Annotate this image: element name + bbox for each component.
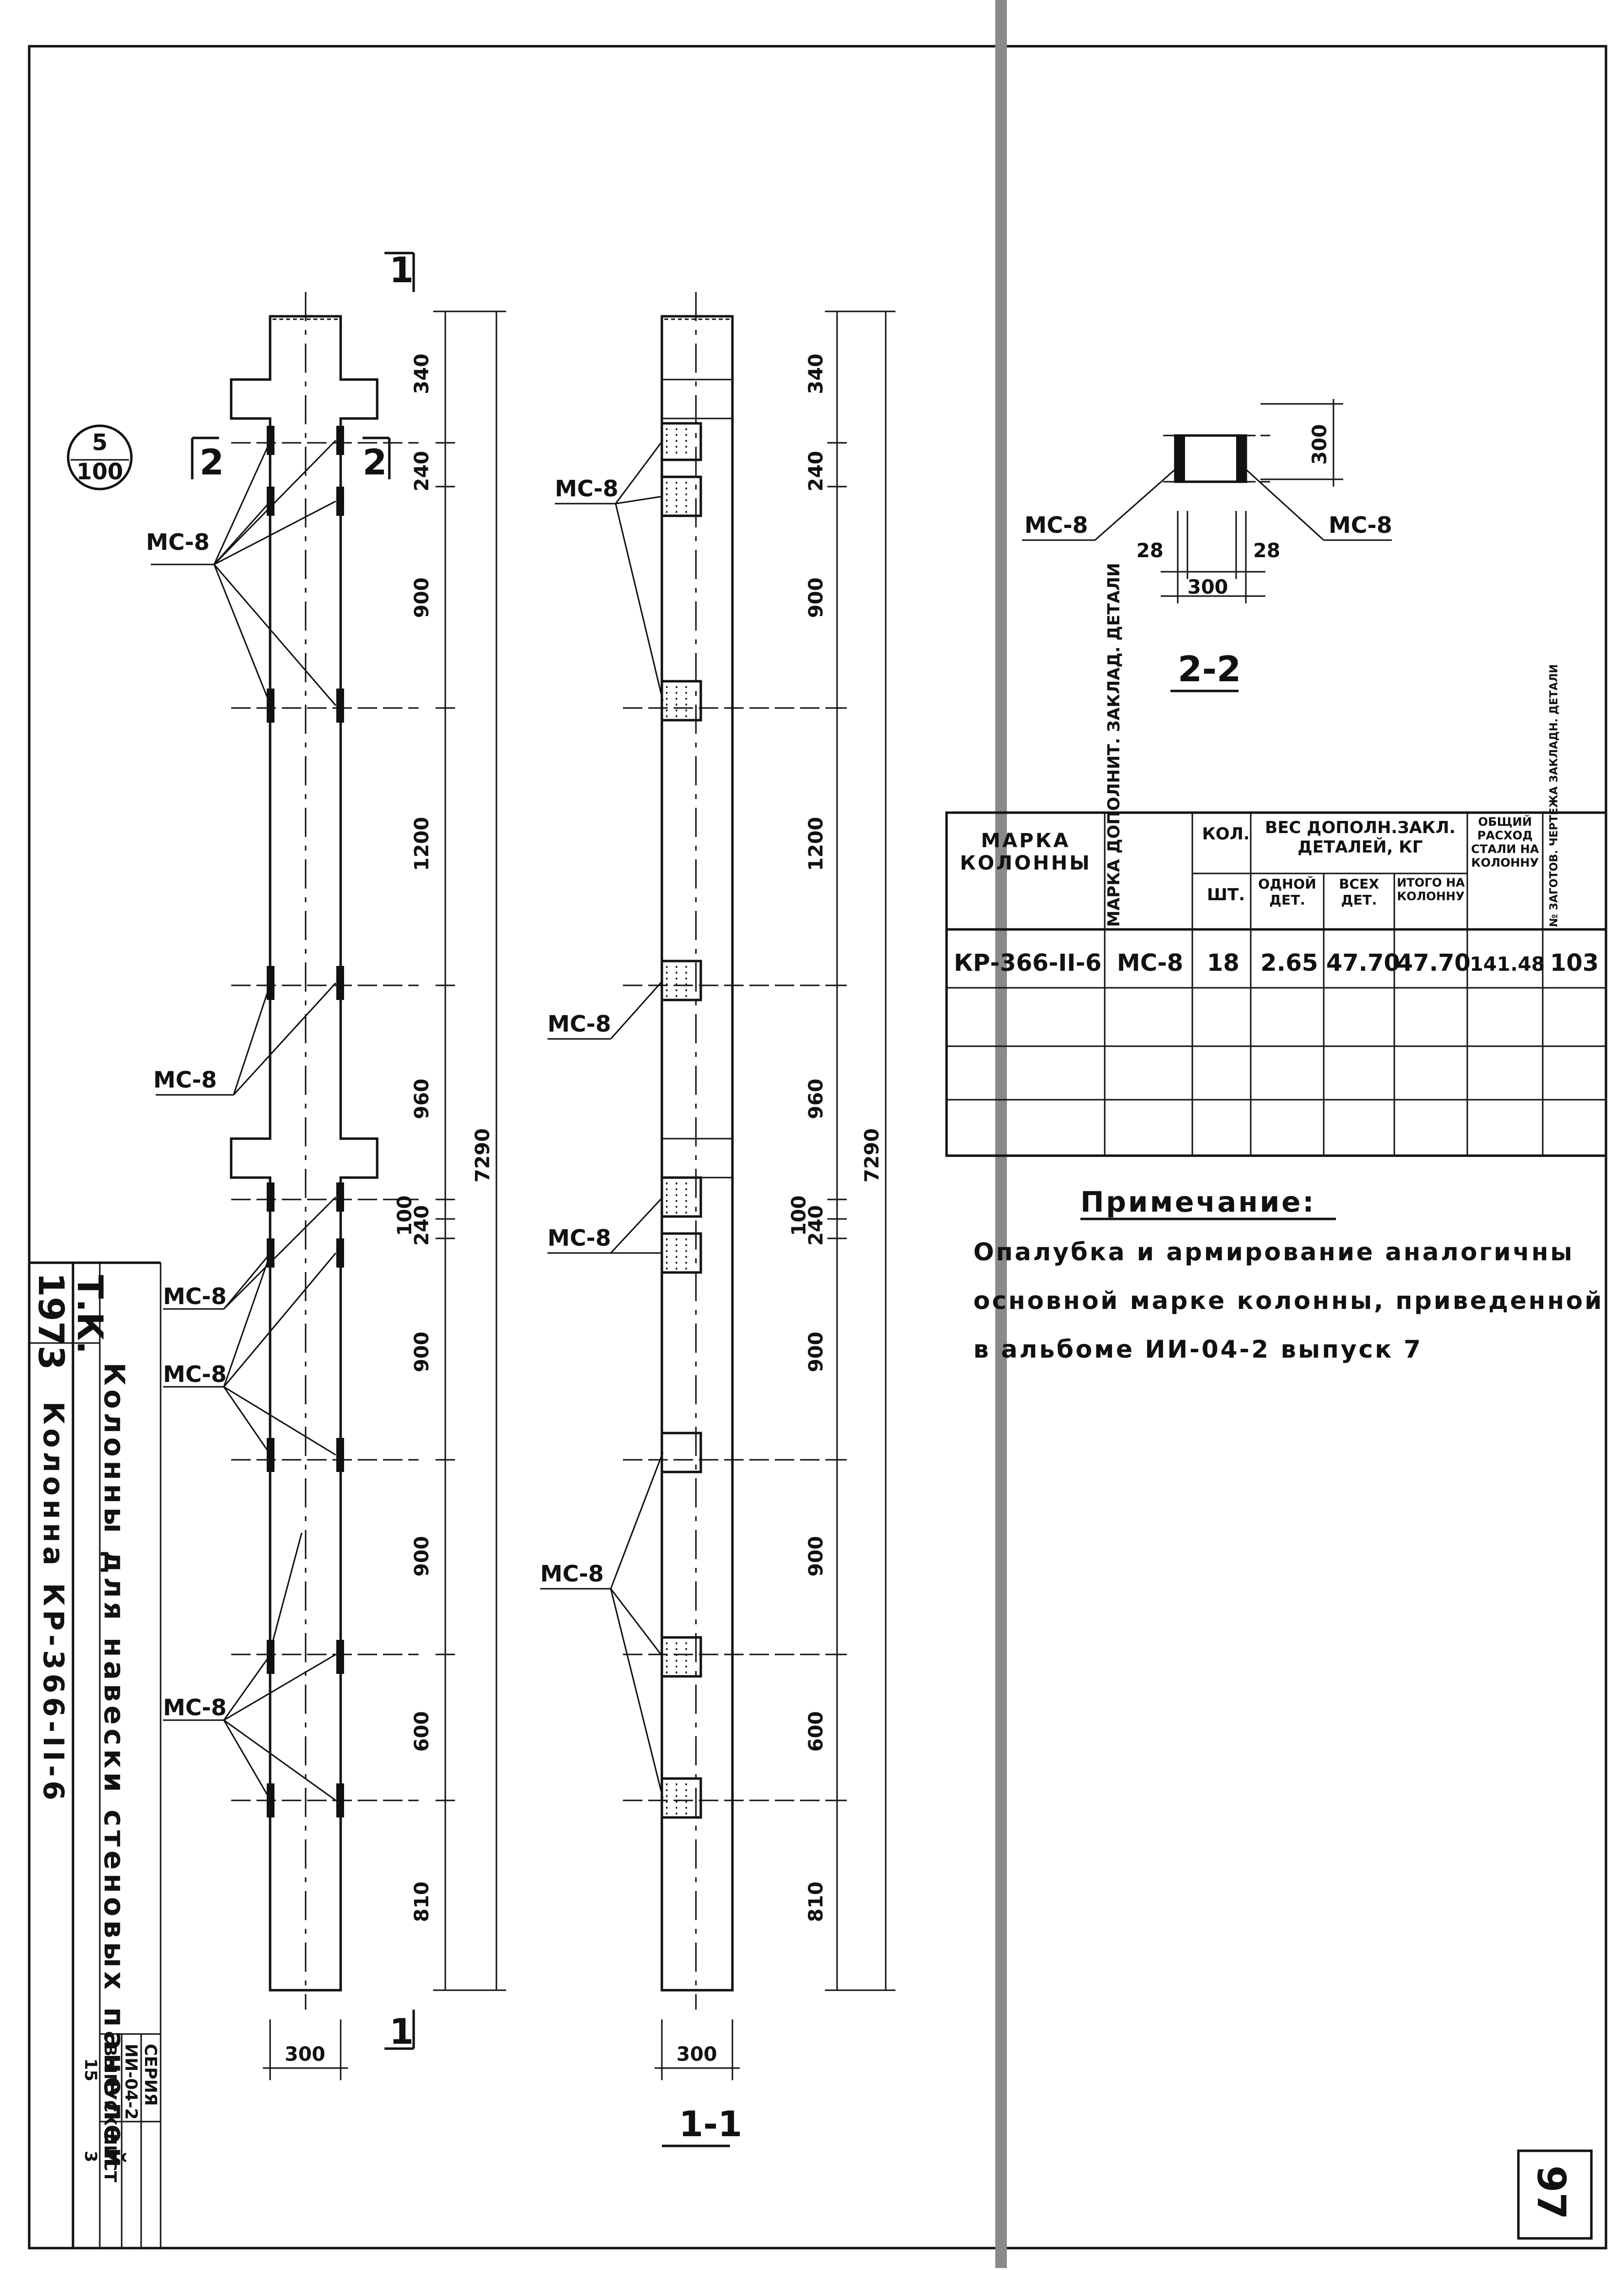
- front-dim-4: 1200: [411, 817, 433, 871]
- section-22-left-callout: МС-8: [1024, 512, 1088, 538]
- page-number-box: 97: [1517, 2149, 1593, 2240]
- front-dim-3: 900: [411, 578, 433, 618]
- table-header-col4a: ОДНОЙ ДЕТ.: [1258, 876, 1316, 908]
- issue-label: ВЫПУСК: [100, 2044, 120, 2126]
- section-mark-bottom: 100: [76, 458, 123, 485]
- title-subtitle: Колонна КР-366-II-6: [37, 1401, 70, 1804]
- note-title: Примечание:: [1080, 1185, 1316, 1218]
- table-cell-weight-total: 47.70: [1397, 949, 1471, 977]
- front-dim-2: 240: [411, 451, 433, 492]
- front-callout-5: МС-8: [163, 1694, 227, 1721]
- side-width: 300: [676, 2043, 717, 2066]
- table-header-col4b: ВСЕХ ДЕТ.: [1339, 876, 1379, 908]
- issue-value: 15: [81, 2058, 100, 2081]
- title-year: 1973: [31, 1272, 72, 1370]
- section-22-label: 2-2: [1178, 649, 1241, 690]
- table-header-col3-top: КОЛ.: [1202, 824, 1250, 844]
- side-view-label: 1-1: [679, 2104, 742, 2144]
- front-dim-6: 100: [394, 1196, 416, 1236]
- note-block: Примечание: Опалубка и армирование анало…: [973, 1185, 1604, 1363]
- title-org: Т.К.: [70, 1275, 110, 1354]
- table-cell-detail: МС-8: [1117, 949, 1183, 977]
- front-width: 300: [285, 2043, 326, 2066]
- spec-table: МАРКА КОЛОННЫ МАРКА ДОПОЛНИТ. ЗАКЛАД. ДЕ…: [945, 563, 1607, 1157]
- side-dim-5: 960: [805, 1079, 827, 1120]
- side-dim-8: 900: [805, 1332, 827, 1373]
- section-mark-top: 5: [92, 429, 108, 455]
- front-dim-11: 810: [411, 1882, 433, 1923]
- side-dim-6: 100: [788, 1196, 810, 1236]
- section-22-left-offset: 28: [1136, 540, 1164, 562]
- cut-mark-1-bottom: 1: [389, 2011, 414, 2052]
- sheet-value: 3: [81, 2151, 100, 2162]
- note-line-2: основной марке колонны, приведенной: [973, 1287, 1604, 1315]
- side-callout-2: МС-8: [547, 1011, 611, 1037]
- front-callout-2: МС-8: [153, 1067, 217, 1093]
- section-22-height: 300: [1309, 424, 1331, 465]
- section-22-width: 300: [1187, 576, 1228, 599]
- title-block: 1973 Т.К. Колонны для навески стеновых п…: [29, 1261, 162, 2248]
- side-dim-10: 600: [805, 1711, 827, 1752]
- side-view: 340 240 900 1200 960 100 240 900 900 600…: [540, 292, 895, 2147]
- side-dim-total: 7290: [861, 1128, 883, 1182]
- table-cell-mark: КР-366-II-6: [954, 949, 1102, 977]
- front-dim-5: 960: [411, 1079, 433, 1120]
- page-number: 97: [1529, 2165, 1574, 2219]
- table-header-col4-group: ВЕС ДОПОЛН.ЗАКЛ. ДЕТАЛЕЙ, КГ: [1265, 818, 1456, 857]
- cut-mark-1-top: 1: [389, 250, 414, 291]
- side-callout-1: МС-8: [555, 475, 619, 502]
- side-dim-9: 900: [805, 1536, 827, 1577]
- front-dim-8: 900: [411, 1332, 433, 1373]
- front-dim-1: 340: [411, 354, 433, 395]
- series-value: ИИ-04-2: [121, 2044, 141, 2120]
- scan-fold-line: [995, 0, 1007, 2268]
- front-view: 1 1 2 2: [146, 250, 506, 2080]
- section-22-right-callout: МС-8: [1329, 512, 1392, 538]
- note-line-1: Опалубка и армирование аналогичны: [973, 1238, 1574, 1266]
- note-line-3: в альбоме ИИ-04-2 выпуск 7: [973, 1335, 1423, 1363]
- sheet-label: ЛИСТ: [100, 2131, 120, 2183]
- side-dim-4: 1200: [805, 817, 827, 871]
- side-dim-2: 240: [805, 451, 827, 492]
- front-callout-4: МС-8: [163, 1361, 227, 1387]
- table-header-col1: МАРКА КОЛОННЫ: [960, 830, 1092, 874]
- front-callout-1: МС-8: [146, 529, 210, 555]
- table-cell-drawing: 103: [1550, 949, 1599, 977]
- table-header-col3-bottom: ШТ.: [1207, 885, 1245, 905]
- title-main: Колонны для навески стеновых панелей: [98, 1362, 131, 2171]
- table-header-col4c: ИТОГО НА КОЛОННУ: [1397, 876, 1465, 903]
- side-dim-3: 900: [805, 578, 827, 618]
- side-callout-4: МС-8: [540, 1561, 604, 1587]
- section-2-2: 300 28 28 300 МС-8 МС-8 2-2: [1022, 399, 1392, 692]
- cut-mark-2-left: 2: [200, 442, 224, 483]
- table-cell-weight-one: 2.65: [1260, 949, 1318, 977]
- table-cell-qty: 18: [1207, 949, 1240, 977]
- series-label: СЕРИЯ: [141, 2044, 160, 2106]
- table-cell-steel: 141.48: [1470, 953, 1545, 976]
- front-dim-7: 240: [411, 1205, 433, 1246]
- front-dim-10: 600: [411, 1711, 433, 1752]
- side-dim-7: 240: [805, 1205, 827, 1246]
- table-header-col5: ОБЩИЙ РАСХОД СТАЛИ НА КОЛОННУ: [1471, 815, 1539, 870]
- front-dim-total: 7290: [472, 1128, 494, 1182]
- side-dim-1: 340: [805, 354, 827, 395]
- section-22-right-offset: 28: [1253, 540, 1280, 562]
- front-callout-3: МС-8: [163, 1283, 227, 1309]
- table-header-col2: МАРКА ДОПОЛНИТ. ЗАКЛАД. ДЕТАЛИ: [1104, 563, 1124, 927]
- table-header-col6: № ЗАГОТОВ. ЧЕРТЕЖА ЗАКЛАДН. ДЕТАЛИ: [1548, 664, 1560, 927]
- side-dim-11: 810: [805, 1882, 827, 1923]
- cut-mark-2-right: 2: [363, 442, 387, 483]
- side-callout-3: МС-8: [547, 1225, 611, 1251]
- section-mark: 5 100: [67, 424, 133, 490]
- table-cell-weight-all: 47.70: [1326, 949, 1400, 977]
- front-dim-9: 900: [411, 1536, 433, 1577]
